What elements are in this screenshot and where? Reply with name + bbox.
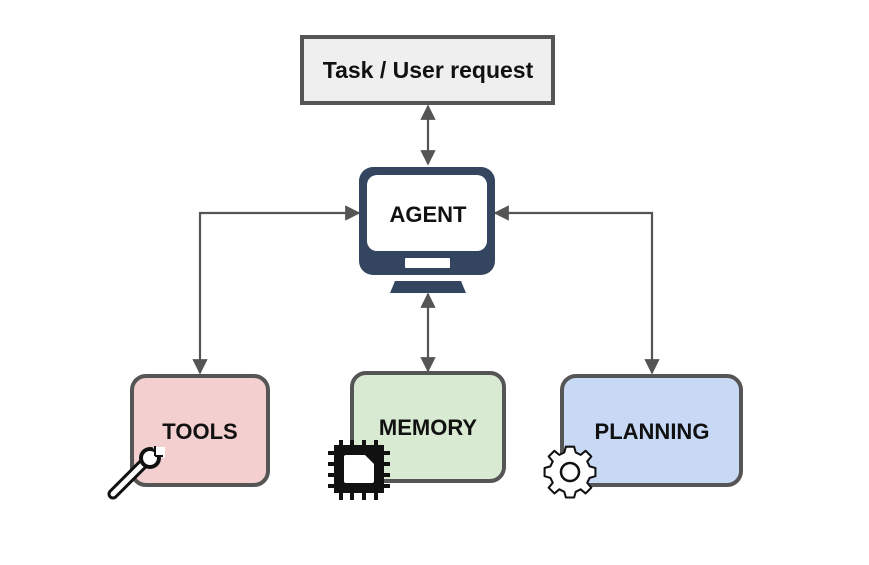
agent-monitor-slot bbox=[405, 258, 450, 268]
agent-monitor-stand bbox=[390, 281, 466, 293]
planning-box bbox=[560, 374, 743, 487]
chip-icon bbox=[328, 440, 390, 500]
agent-node: AGENT bbox=[359, 167, 495, 293]
gear-icon bbox=[543, 445, 597, 499]
agent-label: AGENT bbox=[390, 202, 468, 227]
agent-planning-connector bbox=[493, 205, 660, 375]
task-label: Task / User request bbox=[323, 57, 534, 83]
tools-box bbox=[130, 374, 270, 487]
tools-label: TOOLS bbox=[162, 419, 237, 444]
wrench-icon bbox=[107, 446, 165, 500]
task-node: Task / User request bbox=[300, 35, 555, 105]
planning-label: PLANNING bbox=[595, 419, 710, 444]
agent-monitor-screen bbox=[367, 175, 487, 251]
agent-tools-connector bbox=[192, 205, 361, 375]
task-box bbox=[300, 35, 555, 105]
memory-label: MEMORY bbox=[379, 415, 478, 440]
tools-node: TOOLS bbox=[130, 374, 270, 487]
connectors bbox=[192, 104, 660, 375]
planning-node: PLANNING bbox=[560, 374, 743, 487]
